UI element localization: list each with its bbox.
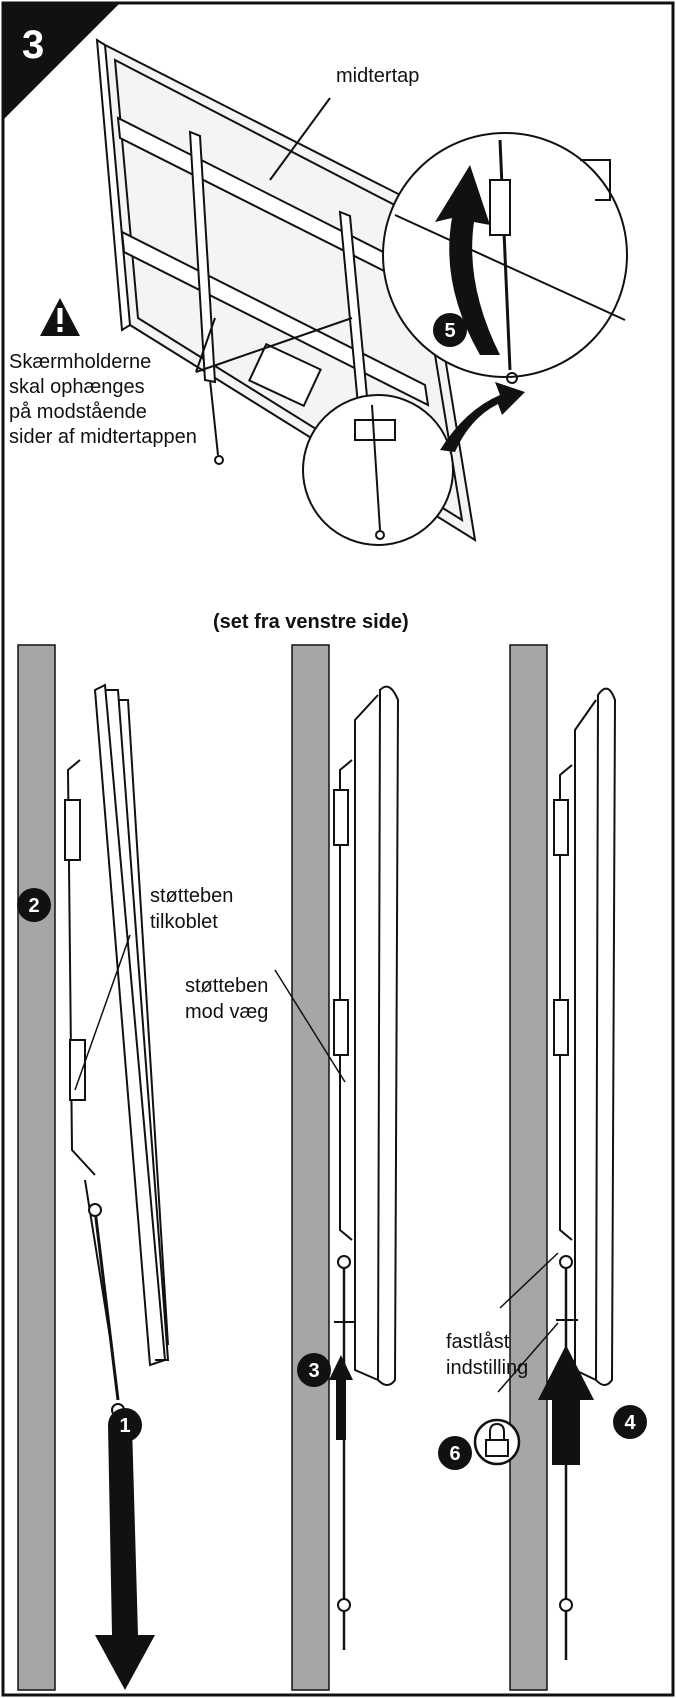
svg-text:4: 4 bbox=[624, 1412, 636, 1434]
tv-side-left bbox=[64, 683, 170, 1417]
label-locked-setting: fastlåst indstilling bbox=[446, 1331, 528, 1379]
callout-4: 4 bbox=[613, 1405, 647, 1439]
step-number: 3 bbox=[22, 23, 44, 67]
padlock-icon bbox=[473, 1418, 521, 1466]
svg-text:støtteben: støtteben bbox=[185, 975, 268, 997]
svg-text:5: 5 bbox=[444, 320, 455, 342]
side-view-heading: (set fra venstre side) bbox=[213, 611, 409, 633]
warning-line-4: sider af midtertappen bbox=[9, 426, 197, 448]
callout-2: 2 bbox=[17, 888, 51, 922]
arrow-down-icon bbox=[95, 1425, 155, 1690]
detail-circle-lower bbox=[302, 394, 454, 546]
svg-text:2: 2 bbox=[28, 895, 39, 917]
warning-line-1: Skærmholderne bbox=[9, 351, 151, 373]
arrow-up-curved-icon bbox=[435, 165, 500, 355]
wall-middle bbox=[291, 644, 330, 1691]
warning-note: Skærmholderne skal ophænges på modståend… bbox=[9, 351, 197, 448]
wall-right bbox=[509, 644, 548, 1691]
label-center-stud: midtertap bbox=[336, 65, 419, 87]
warning-line-3: på modstående bbox=[9, 401, 147, 423]
warning-triangle-icon bbox=[40, 298, 80, 336]
callout-6: 6 bbox=[438, 1436, 472, 1470]
svg-text:mod væg: mod væg bbox=[185, 1001, 268, 1023]
svg-text:fastlåst: fastlåst bbox=[446, 1331, 510, 1353]
svg-text:indstilling: indstilling bbox=[446, 1357, 528, 1379]
tv-side-middle bbox=[274, 685, 400, 1650]
label-legs-attached: støtteben tilkoblet bbox=[150, 885, 233, 933]
callout-5: 5 bbox=[433, 313, 467, 347]
arrow-up-icon bbox=[538, 1345, 594, 1465]
arrow-curved-icon bbox=[440, 382, 525, 452]
svg-text:3: 3 bbox=[308, 1360, 319, 1382]
svg-text:1: 1 bbox=[119, 1415, 130, 1437]
svg-text:støtteben: støtteben bbox=[150, 885, 233, 907]
warning-line-2: skal ophænges bbox=[9, 376, 145, 398]
wall-left bbox=[17, 644, 56, 1691]
tv-side-right bbox=[497, 687, 617, 1660]
step-badge: 3 bbox=[3, 3, 120, 120]
svg-text:6: 6 bbox=[449, 1443, 460, 1465]
callout-3: 3 bbox=[297, 1353, 331, 1387]
label-legs-wall: støtteben mod væg bbox=[185, 975, 268, 1023]
callout-1: 1 bbox=[108, 1408, 142, 1442]
svg-text:tilkoblet: tilkoblet bbox=[150, 911, 218, 933]
arrow-up-icon-small bbox=[329, 1355, 353, 1440]
